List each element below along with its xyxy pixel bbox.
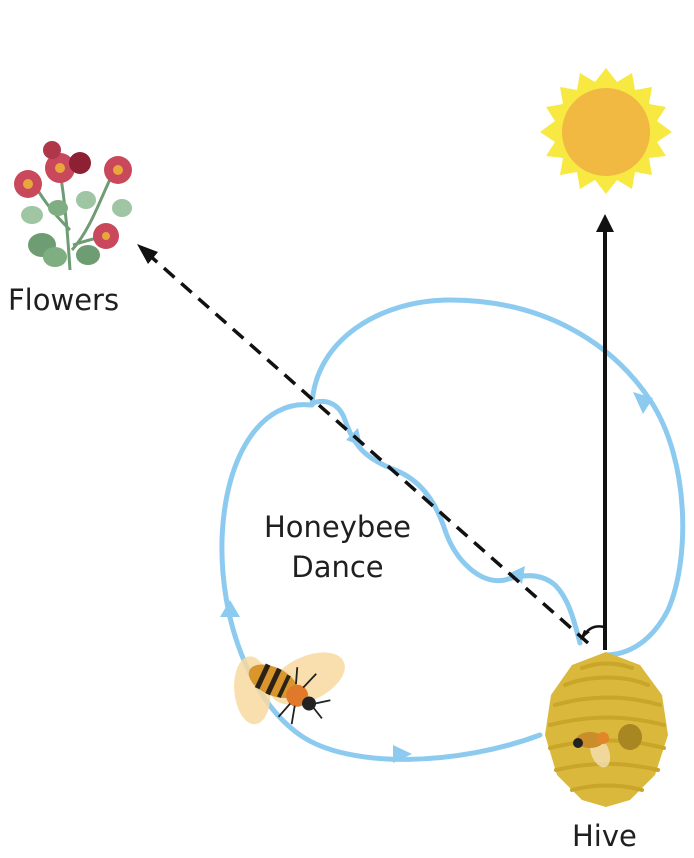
flower-direction-arrowhead bbox=[137, 244, 158, 264]
dance-label-line1: Honeybee bbox=[263, 510, 412, 544]
honeybee-dance-label: Honeybee Dance bbox=[250, 507, 425, 587]
angle-arc-arrowhead bbox=[580, 630, 590, 640]
flowers-icon bbox=[14, 141, 132, 271]
sun-direction-arrowhead bbox=[596, 214, 614, 232]
hive-label: Hive bbox=[572, 819, 637, 853]
hive-icon bbox=[545, 652, 668, 807]
dance-label-line2: Dance bbox=[291, 550, 384, 584]
bee-icon bbox=[234, 652, 345, 725]
flower-direction-arrow bbox=[144, 250, 590, 645]
sun-icon bbox=[540, 68, 672, 194]
flowers-label: Flowers bbox=[8, 283, 119, 317]
